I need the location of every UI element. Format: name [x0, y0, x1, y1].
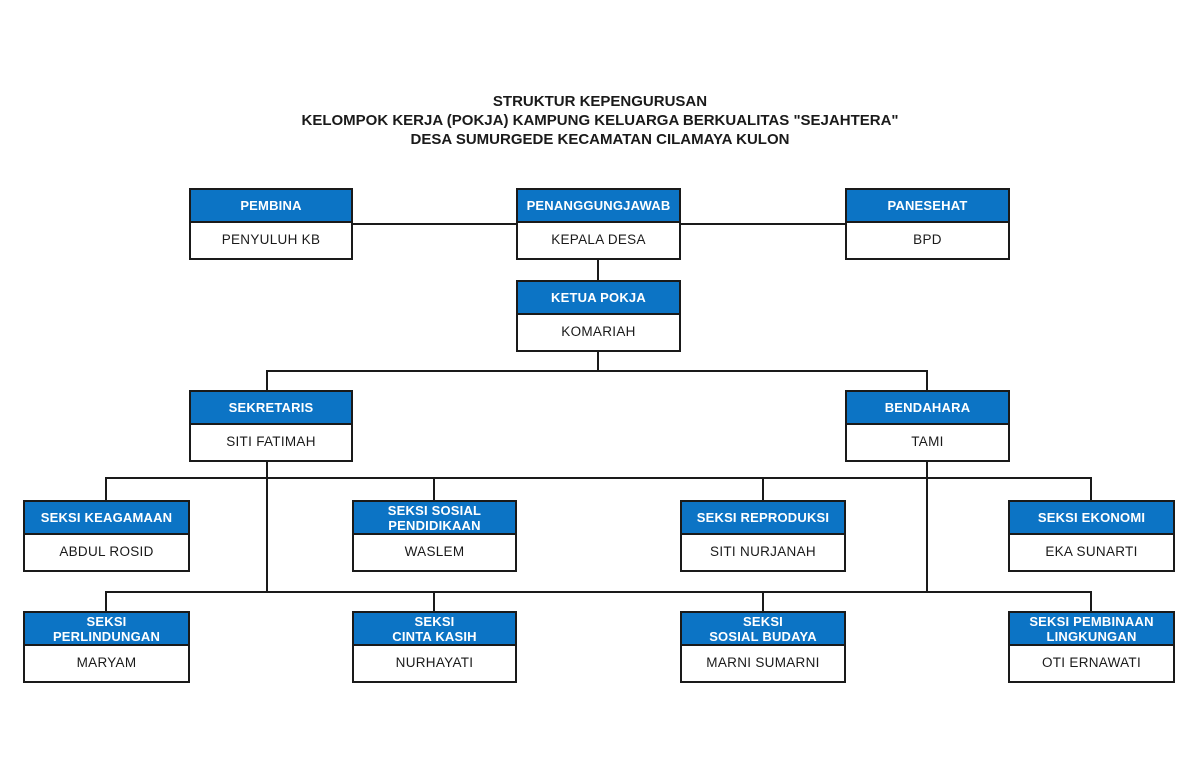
node-ketua-pokja-name: KOMARIAH — [561, 324, 636, 339]
node-seksi-perlindungan-role: SEKSI PERLINDUNGAN — [25, 613, 188, 646]
connector-bus-seksi-row1 — [105, 477, 1092, 479]
node-sekretaris: SEKRETARIS SITI FATIMAH — [189, 390, 353, 462]
node-bendahara-role: BENDAHARA — [847, 392, 1008, 425]
node-seksi-reproduksi-name: SITI NURJANAH — [710, 544, 816, 559]
node-seksi-sosial-budaya-name: MARNI SUMARNI — [706, 655, 820, 670]
node-seksi-reproduksi: SEKSI REPRODUKSI SITI NURJANAH — [680, 500, 846, 572]
node-seksi-pembinaan-lingkungan-name: OTI ERNAWATI — [1041, 655, 1142, 670]
node-penanggungjawab-role: PENANGGUNGJAWAB — [518, 190, 679, 223]
connector-drop-sosial-budaya — [762, 591, 764, 613]
node-bendahara-name: TAMI — [911, 434, 944, 449]
node-seksi-perlindungan-name: MARYAM — [76, 655, 137, 670]
connector-drop-sekretaris — [266, 370, 268, 390]
connector-penanggungjawab-panesehat — [681, 223, 845, 225]
node-penanggungjawab: PENANGGUNGJAWAB KEPALA DESA — [516, 188, 681, 260]
chart-title: STRUKTUR KEPENGURUSAN KELOMPOK KERJA (PO… — [0, 92, 1200, 149]
node-seksi-cinta-kasih: SEKSI CINTA KASIH NURHAYATI — [352, 611, 517, 683]
connector-drop-perlindungan — [105, 591, 107, 613]
node-penanggungjawab-name: KEPALA DESA — [551, 232, 646, 247]
node-seksi-pembinaan-lingkungan: SEKSI PEMBINAAN LINGKUNGAN OTI ERNAWATI — [1008, 611, 1175, 683]
node-seksi-pembinaan-lingkungan-role: SEKSI PEMBINAAN LINGKUNGAN — [1010, 613, 1173, 646]
node-ketua-pokja: KETUA POKJA KOMARIAH — [516, 280, 681, 352]
connector-bus-sekretaris-bendahara — [266, 370, 928, 372]
node-seksi-sosial-budaya-role: SEKSI SOSIAL BUDAYA — [682, 613, 844, 646]
node-seksi-sosial-pendidikan-name: WASLEM — [404, 544, 465, 559]
node-panesehat-name: BPD — [913, 232, 942, 247]
node-seksi-reproduksi-role: SEKSI REPRODUKSI — [682, 502, 844, 535]
connector-drop-pembinaan-lingkungan — [1090, 591, 1092, 613]
connector-drop-bendahara — [926, 370, 928, 390]
title-line-1: STRUKTUR KEPENGURUSAN — [492, 93, 708, 110]
connector-pembina-penanggungjawab — [353, 223, 516, 225]
node-pembina: PEMBINA PENYULUH KB — [189, 188, 353, 260]
connector-drop-sosial-pendidikan — [433, 477, 435, 502]
connector-bus-seksi-row2 — [105, 591, 1092, 593]
node-seksi-keagamaan-name: ABDUL ROSID — [59, 544, 154, 559]
node-seksi-ekonomi: SEKSI EKONOMI EKA SUNARTI — [1008, 500, 1175, 572]
node-pembina-role: PEMBINA — [191, 190, 351, 223]
connector-ketua-drop — [597, 352, 599, 372]
node-ketua-pokja-role: KETUA POKJA — [518, 282, 679, 315]
node-seksi-ekonomi-role: SEKSI EKONOMI — [1010, 502, 1173, 535]
connector-sekretaris-trunk — [266, 462, 268, 593]
node-pembina-name: PENYULUH KB — [221, 232, 321, 247]
title-line-3: DESA SUMURGEDE KECAMATAN CILAMAYA KULON — [410, 131, 790, 148]
connector-drop-reproduksi — [762, 477, 764, 502]
node-seksi-sosial-budaya: SEKSI SOSIAL BUDAYA MARNI SUMARNI — [680, 611, 846, 683]
node-panesehat-role: PANESEHAT — [847, 190, 1008, 223]
node-seksi-cinta-kasih-role: SEKSI CINTA KASIH — [354, 613, 515, 646]
node-sekretaris-role: SEKRETARIS — [191, 392, 351, 425]
connector-bendahara-trunk — [926, 462, 928, 593]
node-seksi-ekonomi-name: EKA SUNARTI — [1045, 544, 1138, 559]
connector-drop-cinta-kasih — [433, 591, 435, 613]
node-sekretaris-name: SITI FATIMAH — [226, 434, 316, 449]
connector-drop-ekonomi — [1090, 477, 1092, 502]
node-seksi-cinta-kasih-name: NURHAYATI — [395, 655, 474, 670]
node-seksi-perlindungan: SEKSI PERLINDUNGAN MARYAM — [23, 611, 190, 683]
connector-penanggungjawab-ketua — [597, 260, 599, 280]
node-seksi-sosial-pendidikan-role: SEKSI SOSIAL PENDIDIKAAN — [354, 502, 515, 535]
node-seksi-keagamaan-role: SEKSI KEAGAMAAN — [25, 502, 188, 535]
connector-drop-keagamaan — [105, 477, 107, 502]
node-seksi-sosial-pendidikan: SEKSI SOSIAL PENDIDIKAAN WASLEM — [352, 500, 517, 572]
node-seksi-keagamaan: SEKSI KEAGAMAAN ABDUL ROSID — [23, 500, 190, 572]
node-bendahara: BENDAHARA TAMI — [845, 390, 1010, 462]
node-panesehat: PANESEHAT BPD — [845, 188, 1010, 260]
title-line-2: KELOMPOK KERJA (POKJA) KAMPUNG KELUARGA … — [301, 112, 899, 129]
